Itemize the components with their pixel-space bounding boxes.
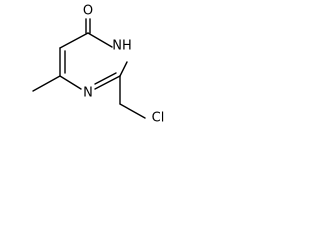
nh-label: NH xyxy=(112,39,132,54)
ring-bond-n1-c2 xyxy=(94,75,121,90)
nitrogen-label: N xyxy=(83,86,93,101)
chlorine-label: Cl xyxy=(152,111,165,126)
chloromethyl-bond-2 xyxy=(119,103,146,119)
ring-bond-n1-c2-inner xyxy=(94,72,117,85)
ring-bond-n3-c2 xyxy=(119,61,128,77)
ring-bond-c4-n3 xyxy=(87,32,113,48)
methyl-bond xyxy=(32,75,61,92)
ring-bond-c6-n1 xyxy=(59,75,82,90)
oxygen-label: O xyxy=(83,4,93,19)
ring-bond-c4-c5 xyxy=(59,32,89,49)
chemical-structure-diagram: O NH N Cl xyxy=(32,4,165,126)
